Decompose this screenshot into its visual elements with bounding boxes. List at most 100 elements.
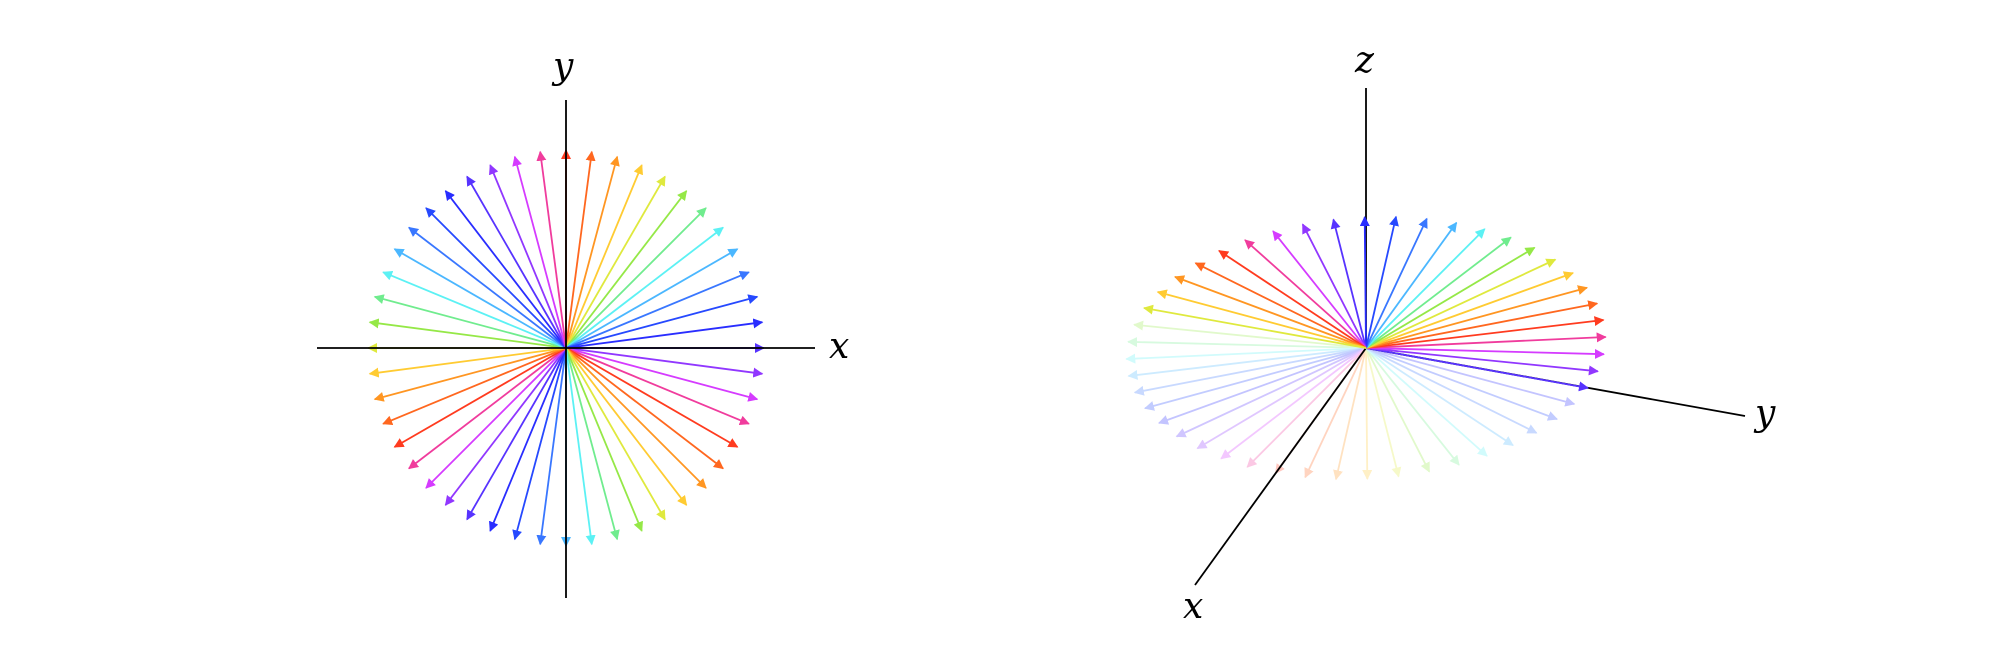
vector-arrow (565, 190, 688, 349)
vector-arrow (1365, 347, 1514, 447)
vector-arrow (536, 150, 567, 349)
vector-arrow (489, 347, 567, 532)
vector-arrow (1133, 320, 1367, 349)
right-front-arrows (1143, 215, 1607, 392)
vector-arrow (565, 294, 759, 349)
vector-arrow (512, 155, 567, 349)
vector-arrow (1362, 347, 1373, 480)
vector-arrow (393, 248, 567, 349)
vector-arrow (565, 347, 666, 521)
vector-arrow (1365, 316, 1605, 349)
vector-arrow (1127, 347, 1367, 380)
vector-arrow (1301, 223, 1367, 349)
vector-arrow (565, 347, 620, 541)
left-x-axis-label: x (829, 326, 849, 367)
vector-arrow (444, 347, 567, 506)
vector-arrow (1272, 230, 1367, 349)
vector-arrow (565, 347, 643, 532)
right-x-axis (1194, 347, 1367, 586)
vector-arrow (1330, 218, 1367, 349)
vector-arrow (425, 347, 567, 489)
vector-arrow (1196, 347, 1367, 450)
vector-arrow (1333, 347, 1367, 481)
right-y-axis-label: y (1753, 393, 1776, 434)
vector-arrow (1156, 289, 1367, 349)
vector-arrow (1365, 347, 1599, 376)
vector-arrow (1133, 347, 1367, 396)
vector-arrow (466, 347, 567, 521)
vector-arrow (565, 150, 596, 349)
vector-arrow (565, 318, 764, 349)
vector-arrow (373, 294, 567, 349)
vector-arrow (1365, 347, 1589, 392)
vector-arrow (565, 347, 688, 506)
vector-arrow (565, 164, 643, 349)
vector-arrow (1365, 258, 1557, 349)
vector-arrow (1365, 221, 1458, 349)
vector-arrow (565, 347, 750, 425)
vector-arrow (408, 226, 567, 349)
vector-arrow (382, 271, 567, 349)
vector-arrow (1365, 246, 1536, 349)
right-x-axis-label: x (1183, 586, 1203, 627)
vector-arrow (425, 207, 567, 349)
vector-arrow (1365, 347, 1576, 407)
vector-arrow (373, 347, 567, 402)
vector-arrow (466, 175, 567, 349)
vector-arrow (1365, 347, 1488, 457)
vector-arrow (1304, 347, 1367, 479)
vector-arrow (1365, 236, 1512, 349)
vector-arrow (489, 164, 567, 349)
vector-arrow (565, 226, 724, 349)
vector-arrow (1365, 347, 1460, 466)
vector-arrow (1365, 347, 1605, 359)
vector-arrow (1125, 347, 1367, 364)
vector-arrow (1365, 347, 1538, 434)
vector-arrow (1246, 347, 1367, 468)
right-diagram: x y z (1125, 40, 1776, 627)
vector-arrow (1174, 275, 1367, 349)
vector-arrow (565, 207, 707, 349)
vector-arrow (565, 155, 620, 349)
vector-arrow (1359, 216, 1370, 349)
vector-arrow (368, 347, 567, 378)
vector-arrow (1365, 332, 1607, 349)
vector-arrow (368, 318, 567, 349)
vector-arrow (1244, 239, 1367, 349)
vector-arrow (1127, 337, 1367, 349)
vector-arrow (444, 190, 567, 349)
vector-arrow (1365, 285, 1588, 349)
vector-arrow (565, 347, 739, 448)
vector-arrow (536, 347, 567, 546)
vector-arrow (1220, 347, 1367, 460)
right-back-arrows (1125, 320, 1576, 481)
vector-arrow (1365, 347, 1558, 421)
vector-arrow (565, 347, 759, 402)
vector-arrow (565, 347, 707, 489)
left-y-axis-label: y (551, 46, 574, 87)
vector-arrow (1365, 228, 1486, 349)
vector-arrow (393, 347, 567, 448)
vector-arrow (382, 347, 567, 425)
vector-arrow (1144, 347, 1367, 411)
vector-arrow (1365, 217, 1428, 349)
vector-arrow (1365, 215, 1399, 349)
vector-arrow (565, 347, 596, 546)
vector-arrow (565, 271, 750, 349)
vector-arrow (1194, 262, 1367, 349)
vector-arrow (408, 347, 567, 470)
vector-arrow (565, 347, 764, 378)
vector-arrow (1158, 347, 1367, 425)
vector-arrow (1365, 347, 1431, 473)
vector-arrow (565, 347, 724, 470)
vector-arrow (1143, 304, 1367, 349)
vector-arrow (1365, 347, 1402, 478)
vector-arrow (512, 347, 567, 541)
vector-arrow (565, 175, 666, 349)
vector-arrow (1365, 271, 1574, 349)
left-diagram: x y (317, 46, 849, 598)
vector-arrow (1175, 347, 1367, 438)
vector-arrow (1365, 300, 1599, 349)
right-z-axis-label: z (1354, 40, 1375, 81)
